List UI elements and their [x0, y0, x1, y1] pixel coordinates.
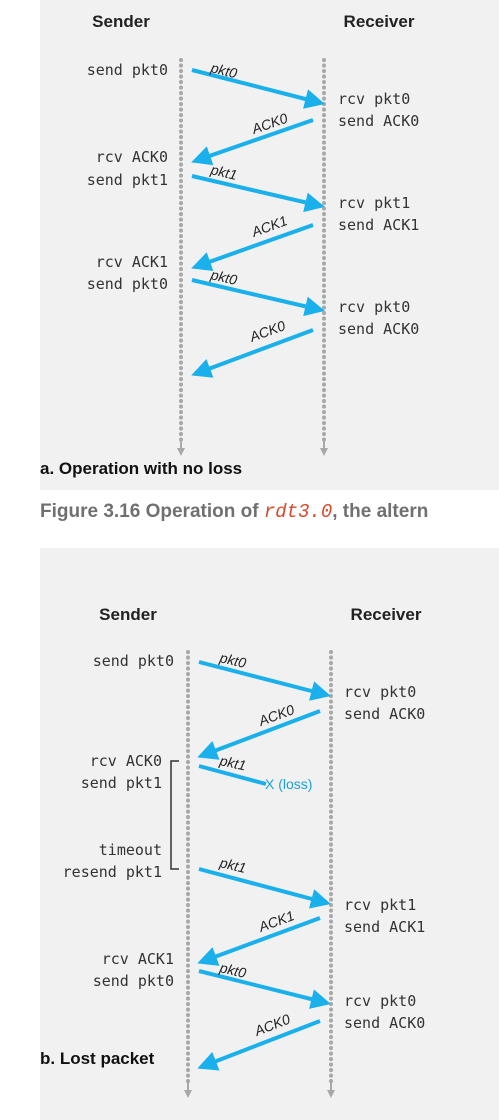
- receiver-label: rcv pkt0: [338, 298, 410, 316]
- receiver-label: send ACK1: [344, 918, 425, 936]
- sender-label: resend pkt1: [63, 863, 162, 881]
- message-arrow: [198, 969, 331, 1009]
- receiver-label: send ACK0: [344, 1014, 425, 1032]
- receiver-label: rcv pkt0: [338, 90, 410, 108]
- lost-message-arrow: [198, 764, 267, 786]
- caption-prefix: Figure 3.16 Operation of: [40, 501, 264, 522]
- message-arrow: [191, 68, 325, 109]
- panel-a: Sender Receiver send pkt0 rcv ACK0 send …: [40, 12, 419, 478]
- message-arrow: [198, 660, 331, 701]
- caption-suffix: , the altern: [332, 501, 429, 522]
- sender-label: rcv ACK0: [90, 752, 162, 770]
- loss-label: X (loss): [265, 776, 312, 792]
- receiver-label: rcv pkt1: [338, 194, 410, 212]
- receiver-title: Receiver: [344, 12, 415, 31]
- receiver-label: rcv pkt0: [344, 992, 416, 1010]
- message-label: pkt0: [217, 649, 248, 671]
- panel-a-background: [40, 0, 499, 490]
- panel-subtitle: a. Operation with no loss: [40, 459, 242, 478]
- message-label: pkt0: [208, 59, 239, 81]
- sender-label: rcv ACK0: [96, 148, 168, 166]
- panel-b-background: [40, 548, 499, 1120]
- receiver-title: Receiver: [351, 605, 422, 624]
- receiver-label: rcv pkt1: [344, 896, 416, 914]
- sender-label: rcv ACK1: [102, 950, 174, 968]
- panel-b: Sender Receiver send pkt0 rcv ACK0 send …: [40, 605, 425, 1098]
- receiver-label: rcv pkt0: [344, 683, 416, 701]
- message-arrow: [191, 118, 314, 166]
- message-arrow: [191, 328, 314, 378]
- message-arrow: [191, 174, 325, 213]
- message-label: pkt0: [217, 959, 248, 981]
- receiver-label: send ACK1: [338, 216, 419, 234]
- message-label: pkt0: [208, 266, 239, 288]
- message-arrow: [197, 709, 321, 760]
- sender-label: send pkt1: [81, 774, 162, 792]
- sender-label: send pkt0: [93, 972, 174, 990]
- panel-subtitle: b. Lost packet: [40, 1049, 155, 1068]
- message-arrow: [197, 916, 321, 966]
- figure-caption: Figure 3.16 Operation of rdt3.0, the alt…: [40, 501, 428, 523]
- message-arrow: [191, 223, 314, 272]
- sender-label: send pkt0: [87, 275, 168, 293]
- receiver-label: send ACK0: [344, 705, 425, 723]
- sender-title: Sender: [92, 12, 150, 31]
- message-label: pkt1: [217, 854, 247, 876]
- timeout-bracket: [170, 760, 179, 870]
- message-arrow: [197, 1019, 321, 1071]
- message-label: ACK0: [249, 110, 290, 137]
- sender-title: Sender: [99, 605, 157, 624]
- sender-label: send pkt0: [87, 61, 168, 79]
- sender-label: send pkt0: [93, 652, 174, 670]
- message-label: ACK0: [256, 701, 297, 729]
- receiver-label: send ACK0: [338, 112, 419, 130]
- message-label: pkt1: [217, 752, 247, 773]
- sender-label: timeout: [99, 841, 162, 859]
- caption-code: rdt3.0: [263, 501, 333, 523]
- receiver-label: send ACK0: [338, 320, 419, 338]
- sender-label: send pkt1: [87, 171, 168, 189]
- caption-band: [0, 490, 499, 548]
- message-arrow: [198, 867, 331, 909]
- message-arrow: [191, 278, 325, 317]
- sender-label: rcv ACK1: [96, 253, 168, 271]
- message-label: pkt1: [208, 161, 238, 183]
